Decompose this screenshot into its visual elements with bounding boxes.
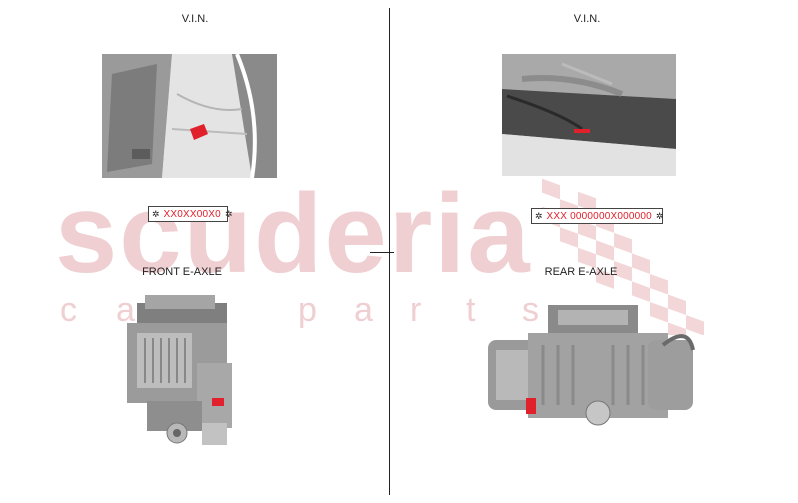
right-vin-code-box: ✲ XXX 0000000X000000 ✲: [531, 208, 663, 224]
left-vin-title: V.I.N.: [181, 13, 209, 25]
axle-highlight-marker: [526, 398, 536, 414]
axle-highlight-marker: [212, 398, 224, 406]
star-icon: ✲: [152, 208, 160, 219]
front-eaxle-title: FRONT E-AXLE: [142, 266, 222, 278]
vin-highlight-marker: [574, 129, 590, 133]
star-icon: ✲: [224, 208, 233, 219]
star-icon: ✲: [535, 210, 543, 221]
vin-location-photo-windshield: [502, 54, 676, 176]
right-vin-title: V.I.N.: [573, 13, 601, 25]
rear-eaxle-image: [488, 305, 698, 430]
vin-location-photo-interior: [102, 54, 277, 178]
center-tick: [370, 252, 394, 253]
left-vin-code: XX0XX00X0: [163, 208, 221, 220]
watermark-brand: scuderia: [55, 171, 532, 296]
rear-eaxle-title: REAR E-AXLE: [544, 266, 618, 278]
center-divider: [389, 8, 390, 495]
star-icon: ✲: [655, 210, 664, 221]
right-vin-code: XXX 0000000X000000: [546, 210, 652, 222]
front-eaxle-image: [117, 293, 237, 448]
vin-highlight-marker: [190, 124, 208, 140]
left-vin-code-box: ✲ XX0XX00X0 ✲: [148, 206, 233, 222]
